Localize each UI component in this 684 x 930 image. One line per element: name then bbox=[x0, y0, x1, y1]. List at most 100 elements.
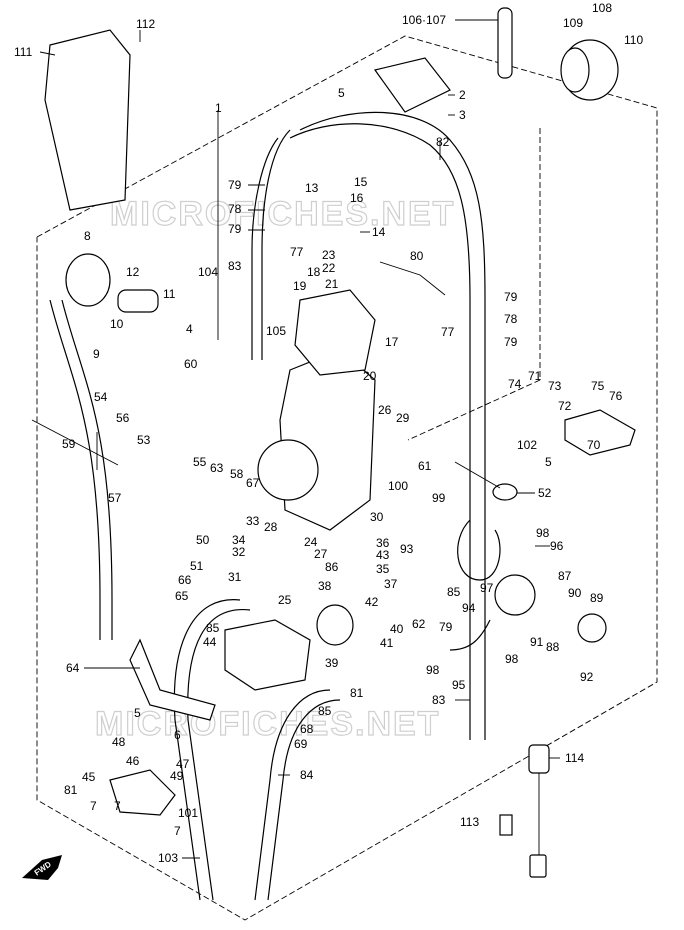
label-46: 46 bbox=[126, 754, 140, 768]
part-59-bolt bbox=[31, 419, 119, 466]
label-98: 98 bbox=[536, 526, 550, 540]
label-57: 57 bbox=[108, 491, 122, 505]
label-9: 9 bbox=[93, 347, 100, 361]
label-88: 88 bbox=[546, 640, 560, 654]
label-73: 73 bbox=[548, 379, 562, 393]
label-48: 48 bbox=[112, 735, 126, 749]
part-45-cover bbox=[109, 769, 176, 816]
label-101: 101 bbox=[178, 806, 198, 820]
label-37: 37 bbox=[384, 577, 398, 591]
part-70-sensor bbox=[564, 409, 636, 456]
parts bbox=[31, 7, 636, 878]
label-103: 103 bbox=[158, 851, 178, 865]
label-29: 29 bbox=[396, 411, 410, 425]
label-84: 84 bbox=[300, 768, 314, 782]
label-27: 27 bbox=[314, 547, 328, 561]
label-15: 15 bbox=[354, 175, 368, 189]
label-33: 33 bbox=[246, 514, 260, 528]
label-21: 21 bbox=[325, 277, 339, 291]
leader-lines bbox=[39, 19, 560, 859]
label-79: 79 bbox=[504, 335, 518, 349]
label-83: 83 bbox=[432, 693, 446, 707]
label-10: 10 bbox=[110, 317, 124, 331]
label-79: 79 bbox=[504, 290, 518, 304]
label-54: 54 bbox=[94, 390, 108, 404]
label-52: 52 bbox=[538, 486, 552, 500]
part-106-strap bbox=[497, 7, 513, 79]
label-49: 49 bbox=[170, 769, 184, 783]
label-55: 55 bbox=[193, 455, 207, 469]
callout-labels: 112 111 106·107 108 109 110 1 5 2 3 82 7… bbox=[14, 1, 643, 865]
label-78: 78 bbox=[504, 312, 518, 326]
label-85: 85 bbox=[447, 585, 461, 599]
label-36: 36 bbox=[376, 536, 390, 550]
watermark-bottom: MICROFICHES.NET bbox=[95, 705, 440, 743]
part-17-cover bbox=[294, 289, 376, 376]
label-86: 86 bbox=[325, 560, 339, 574]
label-26: 26 bbox=[378, 403, 392, 417]
label-39: 39 bbox=[325, 656, 339, 670]
label-18: 18 bbox=[307, 265, 321, 279]
label-24: 24 bbox=[304, 535, 318, 549]
label-66: 66 bbox=[178, 573, 192, 587]
label-105: 105 bbox=[266, 324, 286, 338]
label-91: 91 bbox=[530, 635, 544, 649]
label-17: 17 bbox=[385, 335, 399, 349]
label-79: 79 bbox=[228, 222, 242, 236]
label-20: 20 bbox=[363, 369, 377, 383]
label-28: 28 bbox=[264, 520, 278, 534]
label-56: 56 bbox=[116, 411, 130, 425]
hoses bbox=[49, 111, 501, 901]
label-5: 5 bbox=[338, 86, 345, 100]
label-96: 96 bbox=[550, 539, 564, 553]
label-61: 61 bbox=[418, 459, 432, 473]
label-81: 81 bbox=[350, 686, 364, 700]
label-58: 58 bbox=[230, 467, 244, 481]
label-42: 42 bbox=[365, 595, 379, 609]
part-114-sensor bbox=[528, 744, 550, 774]
label-75: 75 bbox=[591, 379, 605, 393]
label-23: 23 bbox=[322, 248, 336, 262]
label-53: 53 bbox=[137, 433, 151, 447]
carb-bore bbox=[257, 439, 319, 501]
label-22: 22 bbox=[322, 261, 336, 275]
part-12-spring bbox=[117, 289, 159, 313]
label-34: 34 bbox=[232, 533, 246, 547]
label-77: 77 bbox=[290, 245, 304, 259]
label-95: 95 bbox=[452, 678, 466, 692]
label-12: 12 bbox=[126, 265, 140, 279]
label-19: 19 bbox=[293, 279, 307, 293]
label-45: 45 bbox=[82, 770, 96, 784]
fwd-arrow: FWD bbox=[22, 855, 62, 880]
part-2-top-cover bbox=[373, 57, 451, 113]
label-7: 7 bbox=[114, 799, 121, 813]
label-69: 69 bbox=[294, 737, 308, 751]
label-89: 89 bbox=[590, 591, 604, 605]
label-81: 81 bbox=[64, 783, 78, 797]
label-50: 50 bbox=[196, 533, 210, 547]
label-8: 8 bbox=[84, 229, 91, 243]
label-100: 100 bbox=[388, 479, 408, 493]
label-62: 62 bbox=[412, 617, 426, 631]
label-41: 41 bbox=[380, 636, 394, 650]
label-63: 63 bbox=[210, 461, 224, 475]
label-38: 38 bbox=[318, 579, 332, 593]
label-104: 104 bbox=[198, 265, 218, 279]
label-70: 70 bbox=[587, 438, 601, 452]
label-74: 74 bbox=[508, 377, 522, 391]
label-77: 77 bbox=[441, 325, 455, 339]
label-98: 98 bbox=[505, 652, 519, 666]
label-85: 85 bbox=[206, 621, 220, 635]
label-7: 7 bbox=[174, 824, 181, 838]
part-1-carb-body bbox=[279, 349, 376, 531]
label-16: 16 bbox=[350, 191, 364, 205]
label-30: 30 bbox=[370, 510, 384, 524]
label-85: 85 bbox=[318, 704, 332, 718]
label-109: 109 bbox=[563, 16, 583, 30]
label-3: 3 bbox=[459, 108, 466, 122]
label-64: 64 bbox=[66, 661, 80, 675]
label-97: 97 bbox=[480, 581, 494, 595]
label-87: 87 bbox=[558, 569, 572, 583]
label-112: 112 bbox=[136, 17, 155, 31]
